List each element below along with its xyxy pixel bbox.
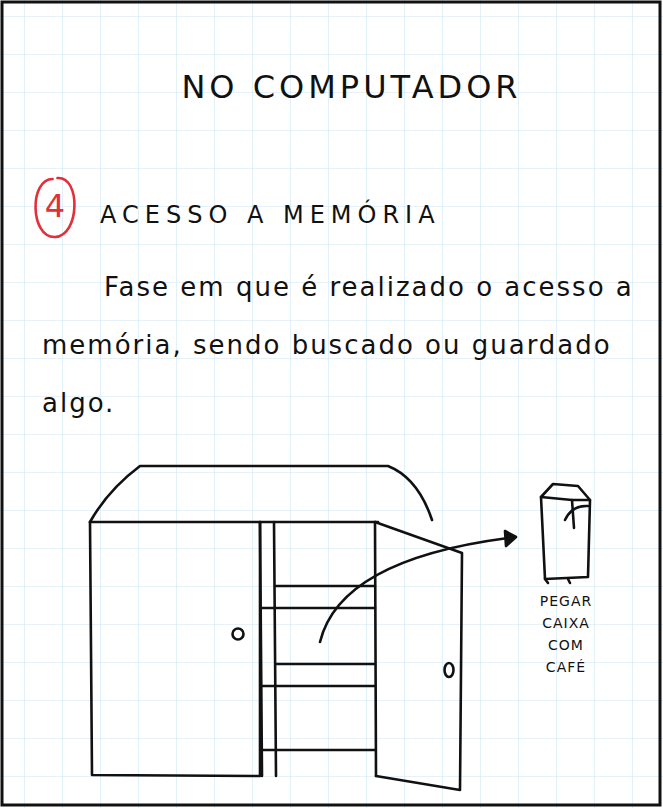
page-title: NO COMPUTADOR xyxy=(0,68,663,106)
section-heading: ACESSO A MEMÓRIA xyxy=(100,198,620,232)
cabinet xyxy=(90,466,590,790)
body-text: Fase em que é realizado o acesso a memór… xyxy=(42,258,648,432)
illustration-caption: PEGAR CAIXA COM CAFÉ xyxy=(530,590,602,678)
callout-number: 4 xyxy=(45,189,65,224)
callout-ring xyxy=(36,178,75,237)
callout-circle: 4 xyxy=(31,176,79,238)
